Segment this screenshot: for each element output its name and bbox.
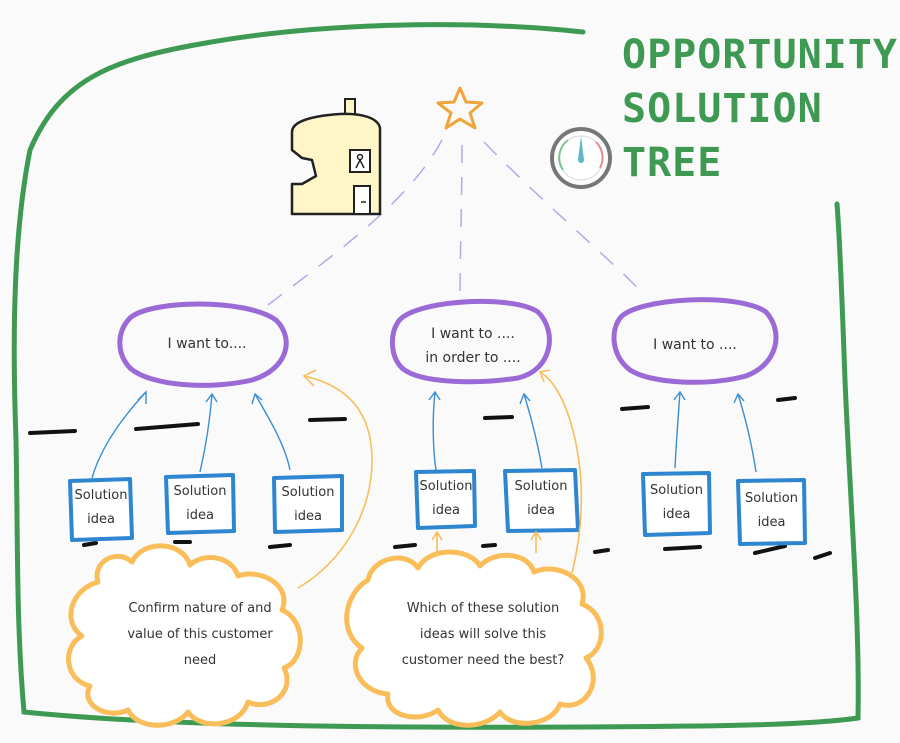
question-text-1: Confirm nature of and value of this cust… (100, 596, 300, 674)
solution-1-line-1: Solution (74, 488, 128, 503)
opportunity-label-1: I want to.... (132, 332, 282, 356)
opportunity-shape-3 (611, 297, 779, 385)
opportunity-3-line-1: I want to .... (653, 337, 737, 353)
solution-boxes (68, 468, 807, 546)
solution-4-line-2: idea (432, 503, 460, 518)
question-clouds (66, 543, 604, 728)
star-icon (436, 86, 484, 130)
question-arrows (297, 369, 583, 589)
solution-box-2 (164, 473, 236, 535)
opportunity-label-2: I want to .... in order to .... (398, 322, 548, 370)
solution-box-4 (414, 469, 477, 530)
title-line-1: OPPORTUNITY (622, 32, 898, 78)
solution-5-line-1: Solution (514, 479, 568, 494)
opportunity-2-line-1: I want to .... (431, 326, 515, 342)
question-2-line-2: ideas will solve this (419, 627, 547, 642)
solution-label-1: Solution idea (70, 484, 132, 532)
solution-box-3 (272, 474, 344, 534)
solution-6-line-1: Solution (650, 483, 703, 498)
gauge-icon (550, 127, 612, 189)
solution-label-7: Solution idea (738, 487, 805, 535)
opportunity-shape-1 (117, 301, 289, 388)
title-line-2: SOLUTION (622, 86, 823, 132)
title-line-3: TREE (622, 140, 723, 186)
separators (28, 396, 832, 560)
diagram-title: OPPORTUNITY SOLUTION TREE (622, 28, 898, 190)
solution-label-2: Solution idea (166, 480, 234, 528)
solution-7-line-1: Solution (745, 491, 798, 506)
opportunity-1-line-1: I want to.... (167, 336, 247, 352)
question-text-2: Which of these solution ideas will solve… (378, 596, 588, 674)
solution-label-6: Solution idea (643, 479, 710, 527)
solution-box-7 (736, 478, 807, 546)
opportunity-shape-2 (390, 298, 552, 385)
solution-7-line-2: idea (757, 515, 786, 530)
question-2-line-1: Which of these solution (406, 601, 560, 616)
question-cloud-1 (66, 543, 303, 728)
solution-2-line-1: Solution (173, 484, 227, 499)
solution-label-4: Solution idea (416, 475, 476, 523)
solution-5-line-2: idea (527, 503, 555, 518)
solution-label-5: Solution idea (505, 475, 577, 523)
question-cloud-2 (344, 549, 604, 728)
solution-3-line-1: Solution (281, 485, 335, 500)
solution-label-3: Solution idea (274, 481, 342, 529)
solution-arrows (91, 390, 757, 479)
house-icon (290, 98, 382, 216)
solution-3-line-2: idea (294, 509, 322, 524)
question-1-line-2: value of this customer (127, 627, 273, 642)
opportunity-label-3: I want to .... (620, 333, 770, 357)
solution-4-line-1: Solution (419, 479, 473, 494)
frame-border (11, 22, 861, 730)
solution-box-5 (503, 468, 580, 533)
question-2-line-3: customer need the best? (401, 653, 565, 668)
question-1-line-1: Confirm nature of and (128, 601, 272, 616)
solution-6-line-2: idea (662, 507, 691, 522)
solution-box-6 (641, 471, 712, 537)
solution-1-line-2: idea (87, 512, 115, 527)
solution-2-line-2: idea (186, 508, 214, 523)
top-connectors (267, 139, 646, 306)
opportunity-2-line-2: in order to .... (425, 350, 521, 366)
question-1-line-3: need (183, 653, 217, 668)
solution-box-1 (68, 477, 134, 542)
opportunity-shapes (117, 297, 779, 388)
